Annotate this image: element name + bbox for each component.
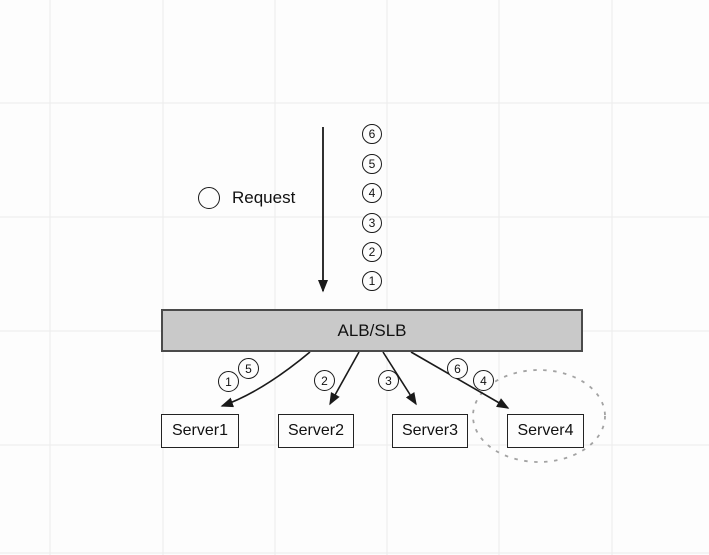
dispatch-number-5: 5 xyxy=(238,358,259,379)
dispatch-number-3: 3 xyxy=(378,370,399,391)
arrow-to-server4 xyxy=(410,351,510,409)
queued-request-2: 2 xyxy=(362,242,382,262)
arrow-to-server3 xyxy=(382,351,417,406)
arrow-to-server2 xyxy=(329,351,360,406)
server1-box: Server1 xyxy=(161,414,239,448)
queued-request-3: 3 xyxy=(362,213,382,233)
queued-request-1: 1 xyxy=(362,271,382,291)
server2-box: Server2 xyxy=(278,414,354,448)
dispatch-number-2: 2 xyxy=(314,370,335,391)
server4-highlight-ellipse xyxy=(472,369,606,463)
dispatch-number-6: 6 xyxy=(447,358,468,379)
queued-request-4: 4 xyxy=(362,183,382,203)
request-circle-icon xyxy=(198,187,220,209)
server3-box: Server3 xyxy=(392,414,468,448)
queued-request-5: 5 xyxy=(362,154,382,174)
load-balancer-box: ALB/SLB xyxy=(161,309,583,352)
queued-request-6: 6 xyxy=(362,124,382,144)
request-legend-label: Request xyxy=(232,188,296,207)
arrow-to-server1 xyxy=(220,351,311,408)
request-legend: Request xyxy=(198,187,295,209)
server4-box: Server4 xyxy=(507,414,584,448)
dispatch-number-4: 4 xyxy=(473,370,494,391)
dispatch-number-1: 1 xyxy=(218,371,239,392)
